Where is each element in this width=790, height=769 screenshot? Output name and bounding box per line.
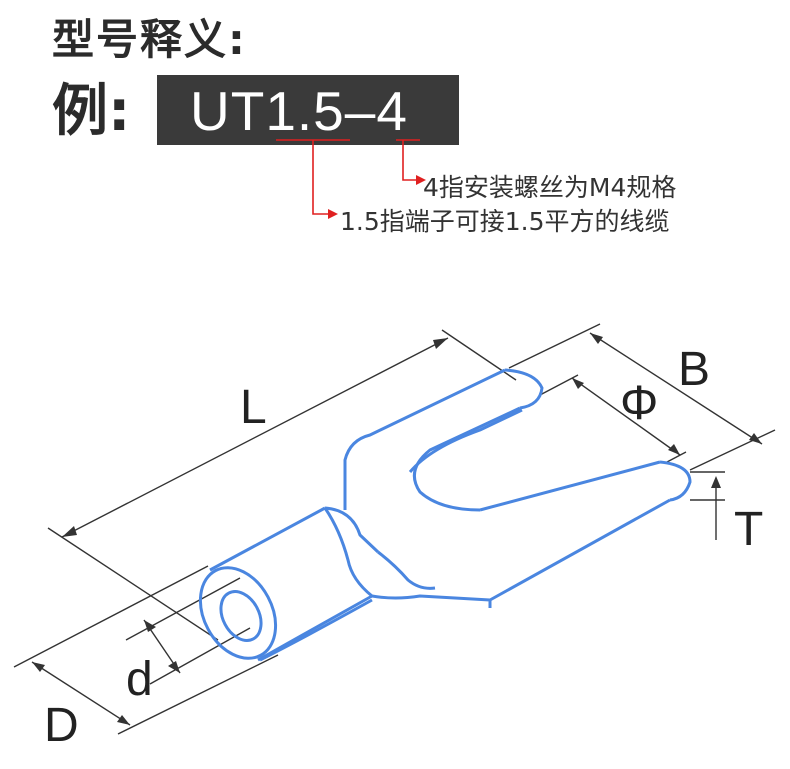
dim-label-D: D [44,699,79,752]
dim-label-T: T [734,503,764,556]
dim-label-B: B [678,343,711,396]
example-label: 例: [52,79,131,144]
annotation-arrowheads [328,175,426,219]
note-wire-size: 1.5指端子可接1.5平方的线缆 [340,207,670,236]
dim-label-phi: Φ [620,377,659,430]
dim-label-L: L [240,381,267,434]
terminal-outline [198,368,692,662]
note-screw-size: 4指安装螺丝为M4规格 [423,173,677,202]
model-code-box [157,75,459,145]
page-title: 型号释义: [52,15,247,64]
annotation-leaders [276,139,420,215]
model-code: UT1.5–4 [190,80,408,142]
dim-label-d: d [126,653,153,706]
dimension-arrowheads [32,333,762,725]
